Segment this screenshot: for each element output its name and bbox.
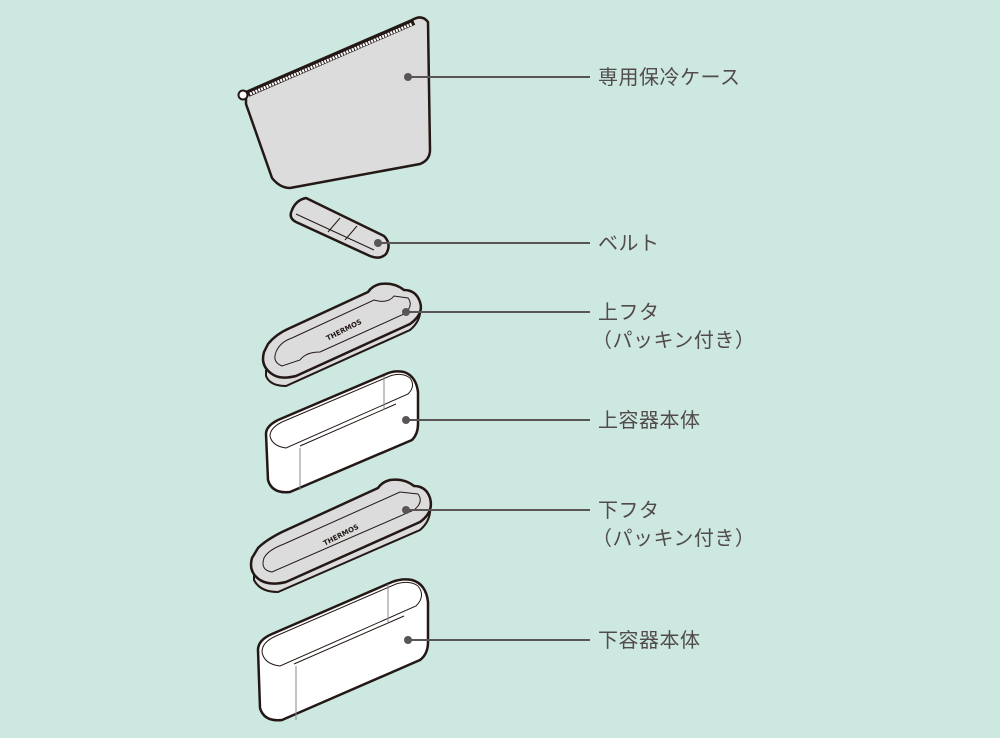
- lower-container-illustration: [256, 578, 430, 722]
- label-upper-lid: 上フタ （パッキン付き）: [592, 298, 755, 354]
- label-lower-lid: 下フタ （パッキン付き）: [592, 496, 755, 552]
- leader-lines: [374, 73, 590, 644]
- label-lower-container-text: 下容器本体: [598, 628, 701, 652]
- lower-lid-illustration: THERMOS: [249, 478, 433, 594]
- label-belt: ベルト: [598, 229, 660, 257]
- label-upper-lid-text: 上フタ: [598, 300, 660, 324]
- belt-illustration: [289, 196, 390, 259]
- label-upper-container: 上容器本体: [598, 406, 701, 434]
- upper-lid-illustration: THERMOS: [261, 282, 423, 388]
- cooler-case-illustration: [237, 16, 432, 190]
- label-lower-lid-text: 下フタ: [598, 498, 660, 522]
- label-upper-container-text: 上容器本体: [598, 408, 701, 432]
- leader-belt: [374, 239, 590, 247]
- label-cooler-case-text: 専用保冷ケース: [598, 65, 741, 89]
- label-cooler-case: 専用保冷ケース: [598, 63, 741, 91]
- label-upper-lid-sub: （パッキン付き）: [592, 328, 756, 352]
- leader-upper-lid: [402, 308, 590, 316]
- leader-upper-container: [402, 416, 590, 424]
- label-belt-text: ベルト: [598, 231, 660, 255]
- leader-cooler-case: [404, 73, 590, 81]
- label-lower-container: 下容器本体: [598, 626, 701, 654]
- label-lower-lid-sub: （パッキン付き）: [592, 526, 756, 550]
- upper-container-illustration: [264, 370, 420, 494]
- leader-lower-lid: [402, 506, 590, 514]
- leader-lower-container: [404, 636, 590, 644]
